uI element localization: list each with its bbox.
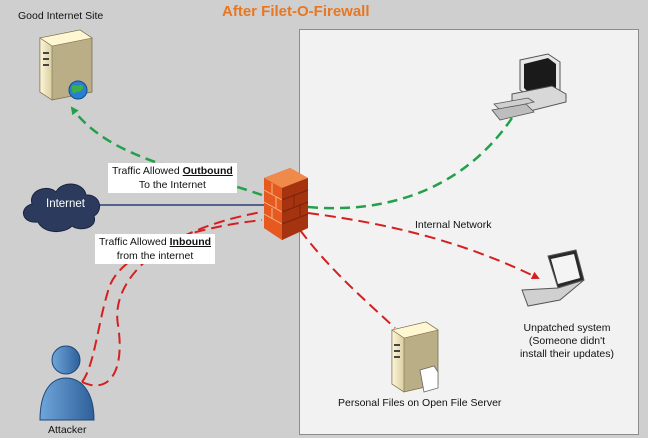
file-server-label: Personal Files on Open File Server — [338, 397, 502, 409]
attack-path-to-laptop — [307, 212, 540, 279]
inbound-caption-line2: from the internet — [116, 250, 194, 262]
good-site-label: Good Internet Site — [18, 10, 104, 22]
globe-icon — [68, 80, 88, 100]
outbound-path-to-site — [70, 106, 263, 197]
inbound-caption-keyword: Inbound — [169, 236, 212, 248]
inbound-caption: Traffic Allowed Inbound from the interne… — [95, 234, 216, 264]
cloud-icon — [23, 183, 101, 232]
firewall-icon — [263, 168, 309, 240]
inbound-caption-prefix: Traffic Allowed — [99, 236, 170, 248]
inbound-path-attacker-2 — [81, 219, 263, 383]
outbound-caption-prefix: Traffic Allowed — [112, 165, 183, 177]
outbound-caption-line2: To the Internet — [138, 179, 206, 191]
inbound-path-attacker-1 — [81, 211, 263, 387]
attacker-label: Attacker — [48, 424, 87, 436]
outbound-path-from-desktop — [307, 117, 514, 210]
user-icon — [39, 345, 95, 421]
internal-network-panel — [299, 29, 639, 435]
unpatched-line-2: (Someone didn't — [528, 335, 606, 347]
laptop-icon — [521, 249, 585, 307]
unpatched-system-label: Unpatched system (Someone didn't install… — [512, 322, 622, 361]
unpatched-line-1: Unpatched system — [523, 322, 611, 334]
internal-network-label: Internal Network — [415, 219, 492, 231]
attack-path-to-file-server — [299, 229, 396, 329]
desktop-computer-icon — [491, 53, 567, 121]
outbound-caption: Traffic Allowed Outbound To the Internet — [108, 163, 237, 193]
unpatched-line-3: install their updates) — [520, 348, 614, 360]
page-title: After Filet-O-Firewall — [222, 3, 370, 20]
file-server-icon — [391, 321, 439, 393]
internet-label: Internet — [46, 198, 85, 210]
outbound-caption-keyword: Outbound — [182, 165, 233, 177]
